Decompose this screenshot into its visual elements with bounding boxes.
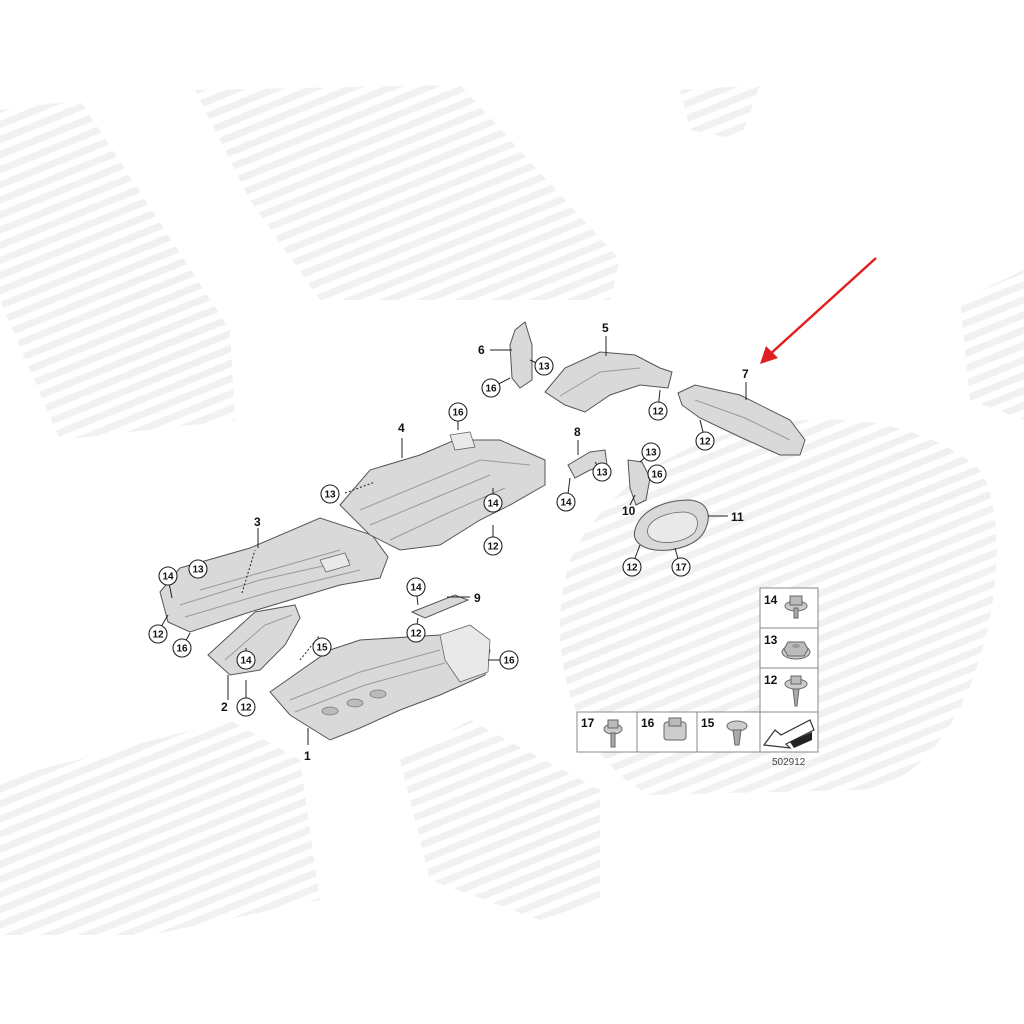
callout-16: 16 — [448, 402, 468, 422]
part-label-9: 9 — [474, 591, 481, 605]
svg-text:12: 12 — [487, 542, 499, 553]
svg-text:12: 12 — [626, 563, 638, 574]
callout-13: 13 — [534, 356, 554, 376]
svg-text:12: 12 — [652, 407, 664, 418]
callout-13: 13 — [592, 462, 612, 482]
svg-text:15: 15 — [316, 643, 328, 654]
svg-text:16: 16 — [651, 470, 663, 481]
part-label-3: 3 — [254, 515, 261, 529]
callout-12: 12 — [236, 697, 256, 717]
legend-number-12: 12 — [764, 673, 778, 687]
callouts: 14 13 12 16 13 16 14 12 16 13 12 12 13 1… — [148, 356, 715, 717]
callout-14: 14 — [406, 577, 426, 597]
callout-12: 12 — [695, 431, 715, 451]
legend-number-14: 14 — [764, 593, 778, 607]
callout-16: 16 — [481, 378, 501, 398]
svg-text:12: 12 — [410, 629, 422, 640]
svg-text:13: 13 — [538, 362, 550, 373]
part-5-tunnel-shield — [544, 351, 673, 413]
part-9-bracket — [410, 594, 470, 619]
svg-text:12: 12 — [152, 630, 164, 641]
collar-screw-icon — [784, 675, 808, 707]
part-label-2: 2 — [221, 700, 228, 714]
svg-text:14: 14 — [240, 656, 252, 667]
part-label-4: 4 — [398, 421, 405, 435]
part-11-heat-shield — [633, 499, 709, 551]
highlight-arrow-icon — [760, 257, 877, 364]
callout-14: 14 — [556, 492, 576, 512]
svg-text:17: 17 — [675, 563, 687, 574]
part-label-5: 5 — [602, 321, 609, 335]
hex-screw-icon — [603, 719, 623, 748]
svg-text:16: 16 — [176, 644, 188, 655]
part-6-bracket — [509, 321, 533, 389]
part-label-7: 7 — [742, 367, 749, 381]
svg-text:13: 13 — [192, 565, 204, 576]
watermark — [0, 85, 1024, 935]
part-7-rear-shield — [677, 384, 806, 456]
part-1-underbody-panel — [269, 624, 491, 741]
callout-14: 14 — [158, 566, 178, 586]
callout-16: 16 — [172, 638, 192, 658]
flange-nut-icon — [784, 595, 808, 619]
part-10-heat-shield — [627, 459, 651, 506]
svg-text:14: 14 — [162, 572, 174, 583]
callout-13: 13 — [188, 559, 208, 579]
callout-13: 13 — [641, 442, 661, 462]
svg-text:12: 12 — [699, 437, 711, 448]
part-label-1: 1 — [304, 749, 311, 763]
part-label-10: 10 — [622, 504, 636, 518]
callout-13: 13 — [320, 484, 340, 504]
legend-number-16: 16 — [641, 716, 655, 730]
hex-nut-icon — [781, 641, 811, 660]
legend-number-13: 13 — [764, 633, 778, 647]
orientation-arrow-icon — [762, 719, 815, 749]
svg-text:14: 14 — [560, 498, 572, 509]
part-label-6: 6 — [478, 343, 485, 357]
callout-14: 14 — [236, 650, 256, 670]
svg-text:13: 13 — [596, 468, 608, 479]
part-2-heat-shield — [207, 604, 301, 676]
svg-text:16: 16 — [452, 408, 464, 419]
expanding-rivet-icon — [726, 720, 748, 746]
callout-12: 12 — [483, 536, 503, 556]
svg-text:16: 16 — [485, 384, 497, 395]
part-label-8: 8 — [574, 425, 581, 439]
callout-12: 12 — [406, 623, 426, 643]
callout-12: 12 — [622, 557, 642, 577]
svg-text:12: 12 — [240, 703, 252, 714]
svg-text:14: 14 — [410, 583, 422, 594]
fastener-legend: 14 13 12 17 16 15 — [576, 587, 819, 768]
part-4-underbody-panel — [339, 431, 546, 551]
part-labels: 1 2 3 4 5 6 7 8 9 10 11 — [221, 321, 749, 763]
clip-nut-icon — [663, 717, 687, 741]
callout-17: 17 — [671, 557, 691, 577]
legend-number-15: 15 — [701, 716, 715, 730]
callout-15: 15 — [312, 637, 332, 657]
callout-16: 16 — [647, 464, 667, 484]
svg-text:13: 13 — [645, 448, 657, 459]
callout-16: 16 — [499, 650, 519, 670]
svg-text:16: 16 — [503, 656, 515, 667]
part-label-11: 11 — [731, 510, 744, 524]
reference-number: 502912 — [772, 757, 806, 768]
callout-14: 14 — [483, 493, 503, 513]
part-3-underbody-panel — [159, 517, 389, 633]
svg-text:13: 13 — [324, 490, 336, 501]
legend-number-17: 17 — [581, 716, 595, 730]
callout-12: 12 — [148, 624, 168, 644]
svg-text:14: 14 — [487, 499, 499, 510]
callout-12: 12 — [648, 401, 668, 421]
